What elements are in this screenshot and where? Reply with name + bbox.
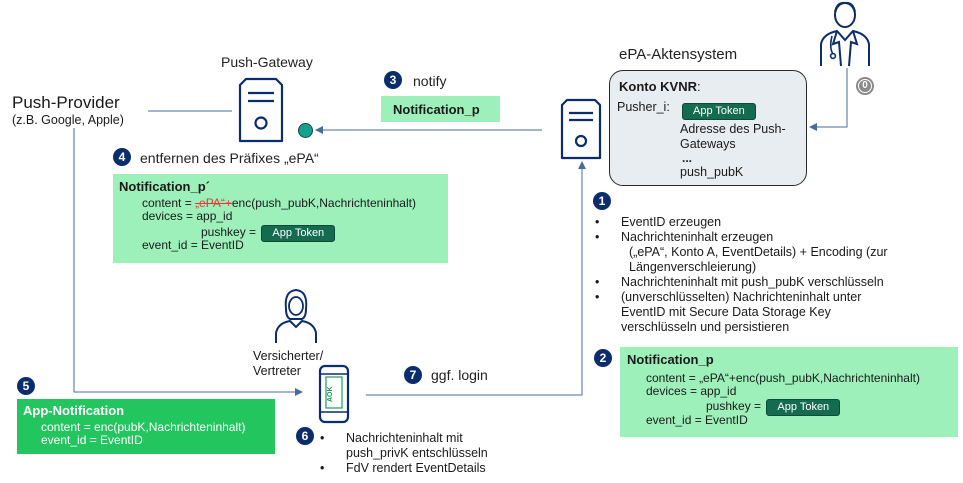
s4-event-line: event_id = EventID bbox=[142, 238, 244, 252]
step-7-badge: 7 bbox=[404, 366, 422, 384]
notification-p-detail-box: Notification_p content = „ePA“+enc(push_… bbox=[620, 347, 958, 437]
app-notification-title: App-Notification bbox=[23, 403, 125, 418]
smartphone-icon[interactable]: AOK bbox=[318, 364, 350, 429]
app-notification-box: App-Notification content = enc(pubK,Nach… bbox=[17, 399, 275, 454]
konto-title-suffix: : bbox=[697, 79, 701, 94]
server-icon bbox=[560, 98, 602, 165]
insured-label-line2: Vertreter bbox=[253, 364, 301, 378]
app-token-badge: App Token bbox=[682, 103, 756, 120]
konto-title: Konto KVNR bbox=[619, 79, 697, 94]
doctor-icon bbox=[815, 0, 875, 73]
gateway-address-line1: Adresse des Push- bbox=[680, 122, 786, 136]
notification-p-box-label: Notification_p bbox=[393, 102, 480, 117]
notification-p-prime-title: Notification_p´ bbox=[119, 179, 210, 194]
epa-system-title: ePA-Aktensystem bbox=[619, 46, 738, 63]
s5-content-line: content = enc(pubK,Nachrichteninhalt) bbox=[41, 420, 246, 434]
s4-content-label: content = bbox=[142, 196, 192, 210]
phone-app-label: AOK bbox=[327, 386, 334, 402]
step-1-bullet-2: Nachrichteninhalt erzeugen („ePA“, Konto… bbox=[593, 230, 963, 275]
step-4-badge: 4 bbox=[113, 148, 131, 166]
step-6-bullet-2: FdV rendert EventDetails bbox=[318, 461, 548, 476]
push-provider-subtitle: (z.B. Google, Apple) bbox=[12, 113, 124, 127]
step-3-badge: 3 bbox=[384, 71, 402, 89]
s2-event-line: event_id = EventID bbox=[646, 413, 748, 427]
step-6-bullet-1: Nachrichteninhalt mit push_privK entschl… bbox=[318, 431, 548, 461]
s4-pushkey-label: pushkey = bbox=[201, 225, 257, 239]
step-1-bullet-3: Nachrichteninhalt mit push_pubK verschlü… bbox=[593, 275, 963, 290]
step-0-badge: 0 bbox=[856, 77, 874, 95]
s4-content-prefix-struck: „ePA“+ bbox=[195, 196, 232, 210]
step-6-badge: 6 bbox=[296, 427, 314, 445]
s4-devices-line: devices = app_id bbox=[142, 209, 233, 223]
gateway-address-line2: Gateways bbox=[680, 137, 736, 151]
s2-app-token-badge: App Token bbox=[766, 399, 841, 416]
s5-event-line: event_id = EventID bbox=[41, 433, 143, 447]
notification-p-prime-box: Notification_p´ content = „ePA“+enc(push… bbox=[113, 174, 448, 263]
konto-ellipsis: ... bbox=[682, 151, 693, 165]
s2-pushkey-label: pushkey = bbox=[706, 399, 762, 413]
step-1-bullet-4: (unverschlüsselten) Nachrichteninhalt un… bbox=[593, 290, 963, 335]
server-icon bbox=[238, 77, 284, 148]
s2-title: Notification_p bbox=[627, 352, 714, 367]
s4-content-value: enc(push_pubK,Nachrichteninhalt) bbox=[231, 196, 416, 210]
push-gateway-title: Push-Gateway bbox=[221, 54, 313, 70]
step-5-badge: 5 bbox=[17, 377, 35, 395]
notification-p-box: Notification_p bbox=[381, 96, 500, 122]
step-4-label: entfernen des Präfixes „ePA“ bbox=[140, 150, 319, 166]
provider-phone-arrow bbox=[73, 128, 303, 396]
push-provider-title: Push-Provider bbox=[12, 93, 120, 112]
step-6-bullet-list: Nachrichteninhalt mit push_privK entschl… bbox=[318, 431, 548, 476]
login-arrow bbox=[366, 161, 586, 396]
person-icon bbox=[272, 287, 320, 350]
s4-app-token-badge: App Token bbox=[261, 225, 336, 242]
step-1-badge: 1 bbox=[593, 192, 611, 210]
step-2-badge: 2 bbox=[594, 349, 612, 367]
s2-content-label: content = bbox=[646, 371, 696, 385]
push-pubk-label: push_pubK bbox=[680, 165, 744, 179]
s2-content-value: „ePA“+enc(push_pubK,Nachrichteninhalt) bbox=[699, 371, 920, 385]
step-3-label: notify bbox=[413, 73, 447, 89]
step-7-label: ggf. login bbox=[431, 367, 488, 383]
pusher-label: Pusher_i: bbox=[617, 100, 670, 114]
insured-label-line1: Versicherter/ bbox=[253, 349, 324, 363]
doctor-konto-arrow bbox=[809, 68, 848, 131]
konto-box: Konto KVNR: Pusher_i: App Token Adresse … bbox=[609, 70, 807, 186]
step-1-bullet-list: EventID erzeugen Nachrichteninhalt erzeu… bbox=[593, 215, 963, 335]
gateway-connector-dot bbox=[298, 123, 313, 138]
step-1-bullet-1: EventID erzeugen bbox=[593, 215, 963, 230]
s2-devices-line: devices = app_id bbox=[646, 384, 737, 398]
